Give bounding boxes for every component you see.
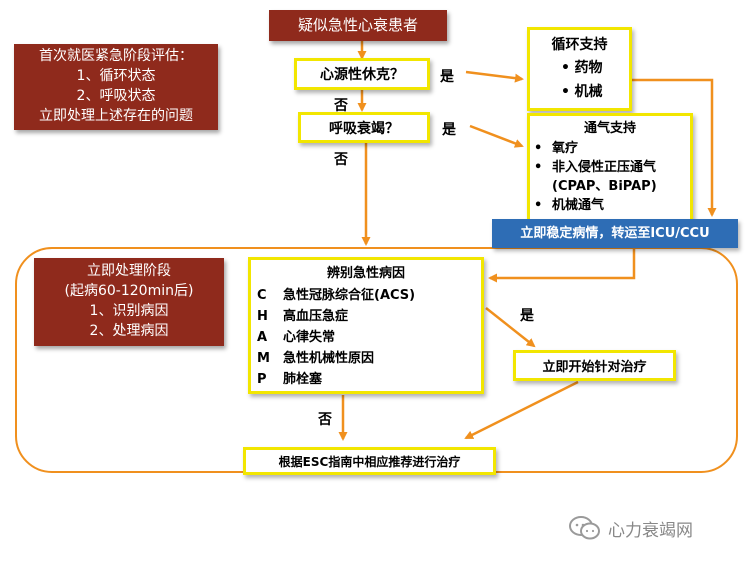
- ventilation-item-sub: (CPAP、BiPAP): [552, 179, 657, 194]
- suspected-ahf-box: 疑似急性心衰患者: [269, 10, 447, 41]
- watermark: 心力衰竭网: [568, 513, 738, 543]
- assess-line-2: 1、循环状态: [76, 68, 156, 84]
- ventilation-item: •机械通气: [534, 198, 605, 213]
- arrow-band-to-causes: [488, 248, 636, 283]
- shock-yes-label: 是: [440, 69, 454, 85]
- assess-line-1: 首次就医紧急阶段评估：: [39, 48, 193, 64]
- watermark-text: 心力衰竭网: [608, 520, 693, 541]
- assess-line-4: 立即处理上述存在的问题: [39, 108, 193, 124]
- arrow-resp-yes: [469, 124, 524, 148]
- shock-question-box: 心源性休克？: [294, 58, 430, 90]
- circulation-item: •药物: [561, 60, 603, 76]
- arrow-targeted-to-esc: [464, 380, 579, 440]
- phase-line-1: 立即处理阶段: [87, 263, 171, 279]
- causes-no-label: 否: [318, 412, 332, 428]
- causes-title: 辨别急性病因: [326, 266, 405, 281]
- respiratory-question-box: 呼吸衰竭？: [298, 112, 430, 143]
- immediate-phase-box: 立即处理阶段 (起病60-120min后) 1、识别病因 2、处理病因: [34, 258, 224, 346]
- shock-no-label: 否: [334, 98, 348, 114]
- ventilation-title: 通气支持: [583, 121, 636, 136]
- esc-guideline-box: 根据ESC指南中相应推荐进行治疗: [243, 447, 496, 475]
- phase-line-4: 2、处理病因: [89, 323, 169, 339]
- ventilation-item: •非入侵性正压通气: [534, 160, 657, 175]
- arrow-shock-yes: [465, 70, 524, 83]
- causes-yes-label: 是: [520, 308, 534, 324]
- circulation-item: •机械: [561, 84, 603, 100]
- assess-line-3: 2、呼吸状态: [76, 88, 156, 104]
- arrow-causes-yes: [485, 307, 536, 348]
- phase-line-3: 1、识别病因: [89, 303, 169, 319]
- chat-bubbles-icon: [569, 516, 600, 540]
- resp-yes-label: 是: [442, 122, 456, 138]
- stabilize-transfer-band: 立即稳定病情，转运至ICU/CCU: [492, 219, 738, 248]
- circulation-title: 循环支持: [551, 37, 608, 53]
- arrow-circ-to-band: [632, 78, 717, 217]
- phase-line-2: (起病60-120min后): [64, 283, 194, 299]
- ventilation-support-box: 通气支持 •氧疗 •非入侵性正压通气 (CPAP、BiPAP) •机械通气: [527, 113, 693, 223]
- circulation-support-box: 循环支持 •药物 •机械: [527, 27, 632, 111]
- ventilation-item: •氧疗: [534, 141, 579, 156]
- initial-assessment-box: 首次就医紧急阶段评估： 1、循环状态 2、呼吸状态 立即处理上述存在的问题: [14, 44, 218, 130]
- resp-no-label: 否: [334, 152, 348, 168]
- targeted-treatment-box: 立即开始针对治疗: [513, 350, 676, 381]
